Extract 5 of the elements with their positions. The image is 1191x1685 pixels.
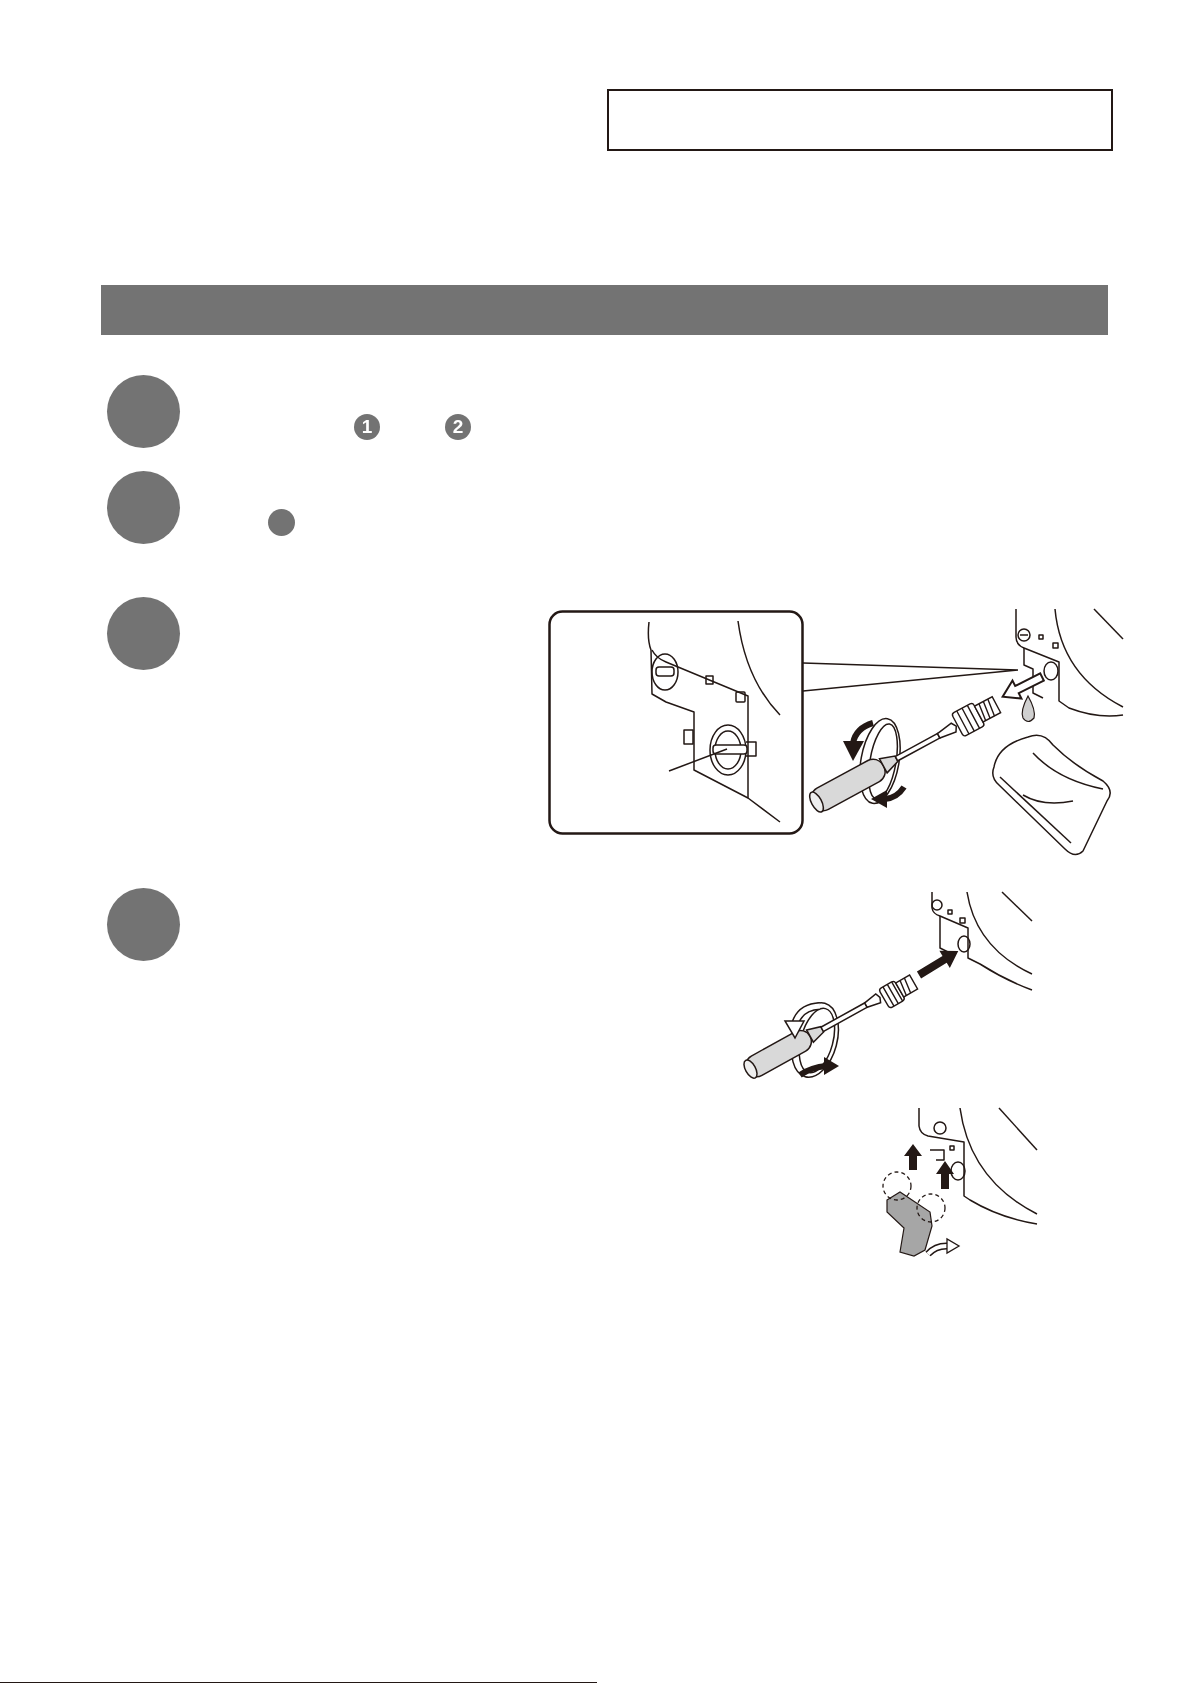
marker-circle — [268, 509, 295, 536]
callout-number: 2 — [445, 414, 471, 440]
section-header-bar — [101, 285, 1108, 335]
title-frame — [607, 89, 1113, 151]
callout-number: 1 — [354, 414, 380, 440]
